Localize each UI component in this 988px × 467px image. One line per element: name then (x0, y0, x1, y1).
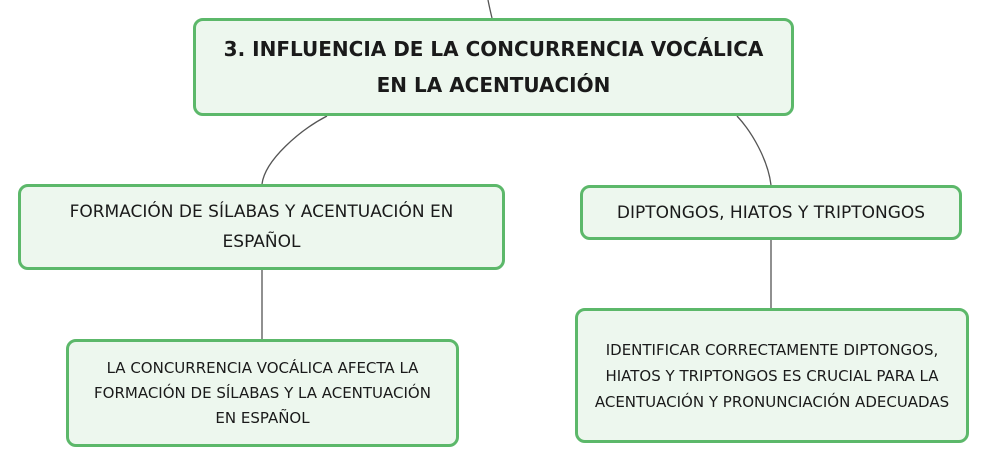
root-topic-node[interactable]: 3. INFLUENCIA DE LA CONCURRENCIA VOCÁLIC… (193, 18, 794, 116)
connector-root-to-left-branch (261, 115, 328, 185)
connector-root-to-right-branch (736, 115, 772, 186)
branch-node-diptongos-hiatos[interactable]: DIPTONGOS, HIATOS Y TRIPTONGOS (580, 185, 962, 240)
subtopic-label-identificar-correctamente: IDENTIFICAR CORRECTAMENTE DIPTONGOS, HIA… (594, 340, 950, 411)
branch-label-diptongos-hiatos: DIPTONGOS, HIATOS Y TRIPTONGOS (616, 202, 926, 223)
subtopic-node-concurrencia-afecta[interactable]: LA CONCURRENCIA VOCÁLICA AFECTA LA FORMA… (66, 339, 459, 447)
root-topic-label: 3. INFLUENCIA DE LA CONCURRENCIA VOCÁLIC… (223, 37, 764, 97)
connector-from-parent (487, 0, 493, 19)
branch-node-formacion-silabas[interactable]: FORMACIÓN DE SÍLABAS Y ACENTUACIÓN EN ES… (18, 184, 505, 270)
subtopic-label-concurrencia-afecta: LA CONCURRENCIA VOCÁLICA AFECTA LA FORMA… (94, 358, 431, 427)
branch-label-formacion-silabas: FORMACIÓN DE SÍLABAS Y ACENTUACIÓN EN ES… (69, 202, 454, 252)
subtopic-node-identificar-correctamente[interactable]: IDENTIFICAR CORRECTAMENTE DIPTONGOS, HIA… (575, 308, 969, 443)
